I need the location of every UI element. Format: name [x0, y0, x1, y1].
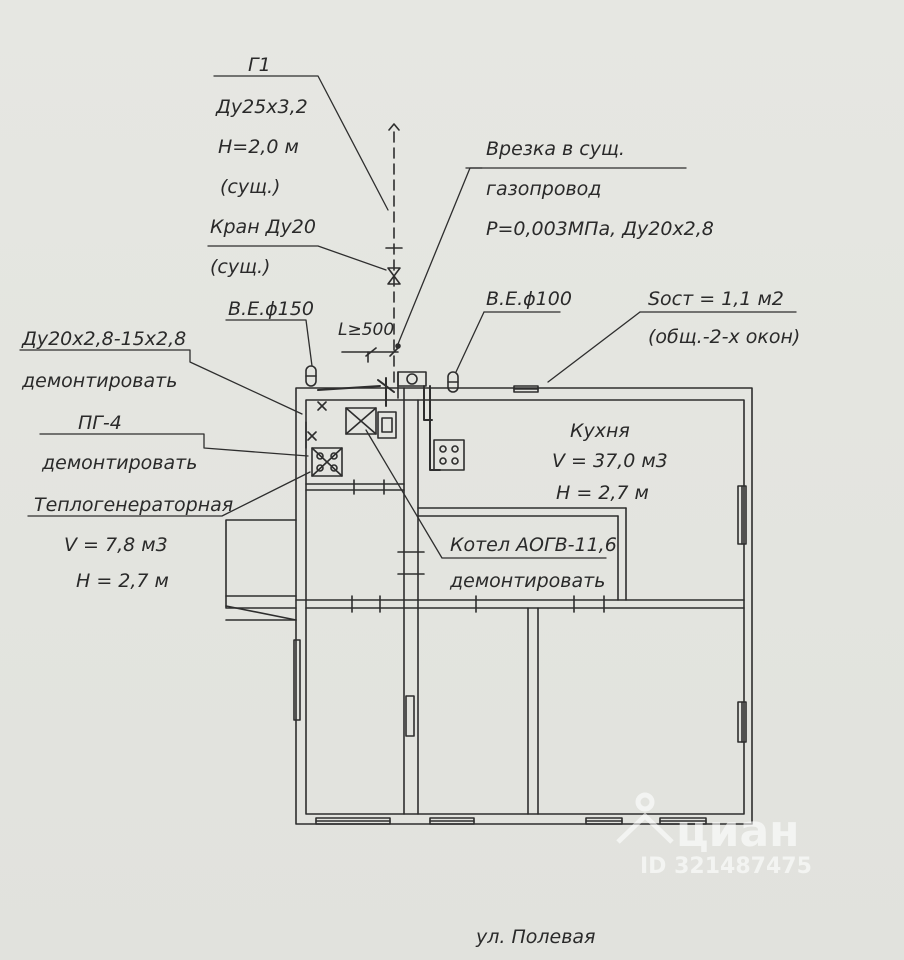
label-l500: L≥500 — [338, 320, 395, 340]
label-pressure: Р=0,003МПа, Ду20х2,8 — [486, 218, 714, 240]
label-g1: Г1 — [248, 54, 271, 76]
gas-stove-icon — [433, 439, 465, 471]
label-existing-1: (сущ.) — [220, 176, 281, 198]
watermark-id: ID 321487475 — [640, 854, 812, 879]
label-demolish-1: демонтировать — [22, 370, 178, 392]
old-stove-icon — [311, 447, 343, 477]
interior-walls — [305, 387, 745, 815]
label-glazing-area: Sост = 1,1 м2 — [648, 288, 784, 310]
label-demolish-3: демонтировать — [450, 570, 606, 592]
label-pg4: ПГ-4 — [78, 412, 122, 434]
pipe-nodes — [395, 343, 401, 349]
label-tie-in: Врезка в сущ. — [486, 138, 625, 160]
label-kitchen: Кухня — [570, 420, 630, 442]
label-boiler: Котел АОГВ-11,6 — [450, 534, 617, 556]
label-pipe-reduce: Ду20х2,8-15х2,8 — [22, 328, 187, 350]
demolish-marks — [305, 401, 327, 449]
label-street: ул. Полевая — [476, 926, 596, 948]
vent-duct-icon — [305, 365, 459, 393]
gas-riser — [385, 123, 403, 389]
gas-valve-icon — [387, 267, 401, 285]
label-volume-kitchen: V = 37,0 м3 — [552, 450, 668, 472]
label-height-kitchen: Н = 2,7 м — [556, 482, 649, 504]
watermark-brand: циан — [676, 806, 800, 857]
boiler-icon — [345, 407, 397, 439]
label-height: Н=2,0 м — [218, 136, 299, 158]
label-pipe-size: Ду25х3,2 — [216, 96, 308, 118]
label-existing-2: (сущ.) — [210, 256, 271, 278]
dimension-l500 — [341, 347, 399, 363]
label-vent-100: В.Е.ϕ100 — [486, 288, 572, 310]
label-volume-boiler-room: V = 7,8 м3 — [64, 534, 168, 556]
label-boiler-room: Теплогенераторная — [34, 494, 234, 516]
label-valve: Кран Ду20 — [210, 216, 316, 238]
veranda — [225, 519, 297, 621]
label-windows: (общ.-2-х окон) — [648, 326, 801, 348]
cian-house-logo-icon — [616, 792, 674, 844]
door-marks — [295, 479, 605, 613]
label-vent-150: В.Е.ϕ150 — [228, 298, 314, 320]
label-height-boiler-room: Н = 2,7 м — [76, 570, 169, 592]
leader-lines — [19, 75, 797, 559]
windows — [293, 385, 747, 825]
label-gas-pipeline: газопровод — [486, 178, 602, 200]
gas-meter-icon — [397, 371, 427, 399]
label-demolish-2: демонтировать — [42, 452, 198, 474]
outer-walls — [295, 387, 753, 825]
